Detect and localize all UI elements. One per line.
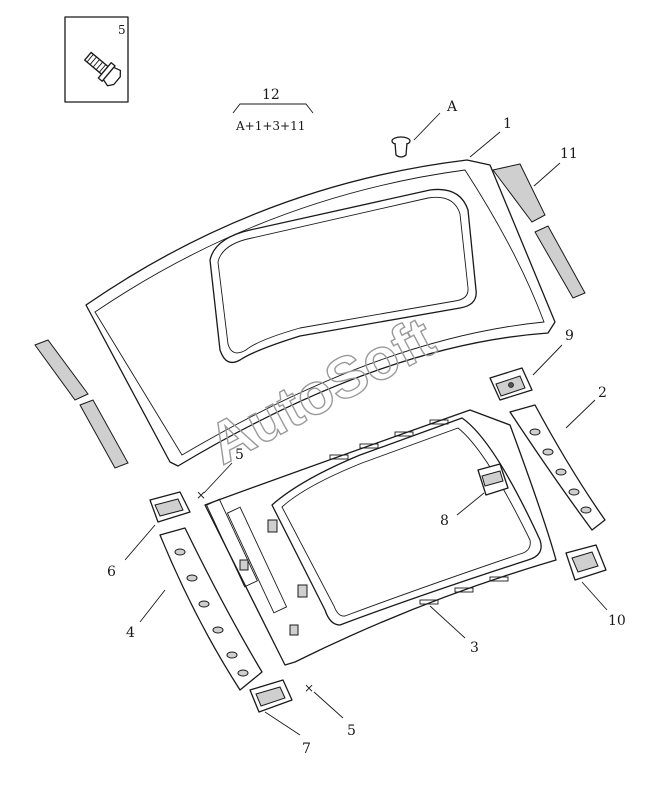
clip-a: A [391,99,458,158]
leader-8 [456,492,485,516]
screw-lower-marker: × [304,681,314,695]
seal-strips-left [34,339,129,469]
frame-opening-outer [271,417,542,626]
leader-10 [581,581,608,611]
leader-5-upper [203,462,233,494]
bracket-7: 7 [249,679,311,757]
seal-strip-left-rear [79,399,129,469]
callout-3: 3 [470,640,479,656]
sunroof-opening-inner [217,196,469,354]
inset-callout-label: 5 [118,23,126,37]
leader-a [413,112,441,141]
frame-slots [329,419,509,605]
bolt-inset: 5 [64,16,129,103]
kit-number: 12 [262,87,280,103]
leader-5-lower [313,691,344,719]
seal-strip-right-front [492,163,546,223]
seal-strip-left-front [34,339,89,401]
bracket-10: 10 [565,544,626,629]
callout-4: 4 [126,625,135,641]
leader-9 [532,344,563,376]
leader-6 [124,524,156,561]
leader-4 [139,589,166,623]
leader-2 [565,399,596,429]
kit-label: 12 A+1+3+11 [232,87,314,133]
frame-opening-inner [281,427,531,617]
inset-frame [64,16,129,103]
callout-7: 7 [302,741,311,757]
callout-10: 10 [608,613,626,629]
leader-7 [264,711,301,736]
screw-lower: × 5 [304,681,356,739]
roof-inner-edge [94,169,545,456]
callout-9: 9 [565,328,574,344]
callout-1: 1 [503,116,512,132]
frame-left-rib [206,498,308,636]
bracket-9: 9 [489,328,574,401]
leader-11 [533,162,561,187]
callout-5-upper: 5 [235,447,244,463]
callout-5-lower: 5 [347,723,356,739]
bracket-6: 6 [107,491,191,580]
callout-2: 2 [598,385,607,401]
leader-3 [429,605,466,639]
seal-strips-right: 11 [492,146,586,299]
callout-6: 6 [107,564,116,580]
leader-1 [469,131,501,158]
roof-panel: 1 [85,116,556,467]
callout-a: A [446,99,458,115]
screw-upper: × 5 [196,447,244,502]
callout-8: 8 [440,513,449,529]
seal-strip-right-rear [534,225,586,299]
bracket-8: 8 [440,463,509,529]
cross-member-2: 2 [509,385,607,531]
roof-frame: 3 [204,409,557,666]
callout-11: 11 [560,146,578,162]
kit-bracket [232,103,314,114]
screw-upper-marker: × [196,488,206,502]
bolt-icon [84,51,122,87]
kit-formula: A+1+3+11 [235,119,305,133]
cross-member-4: 4 [126,527,263,691]
